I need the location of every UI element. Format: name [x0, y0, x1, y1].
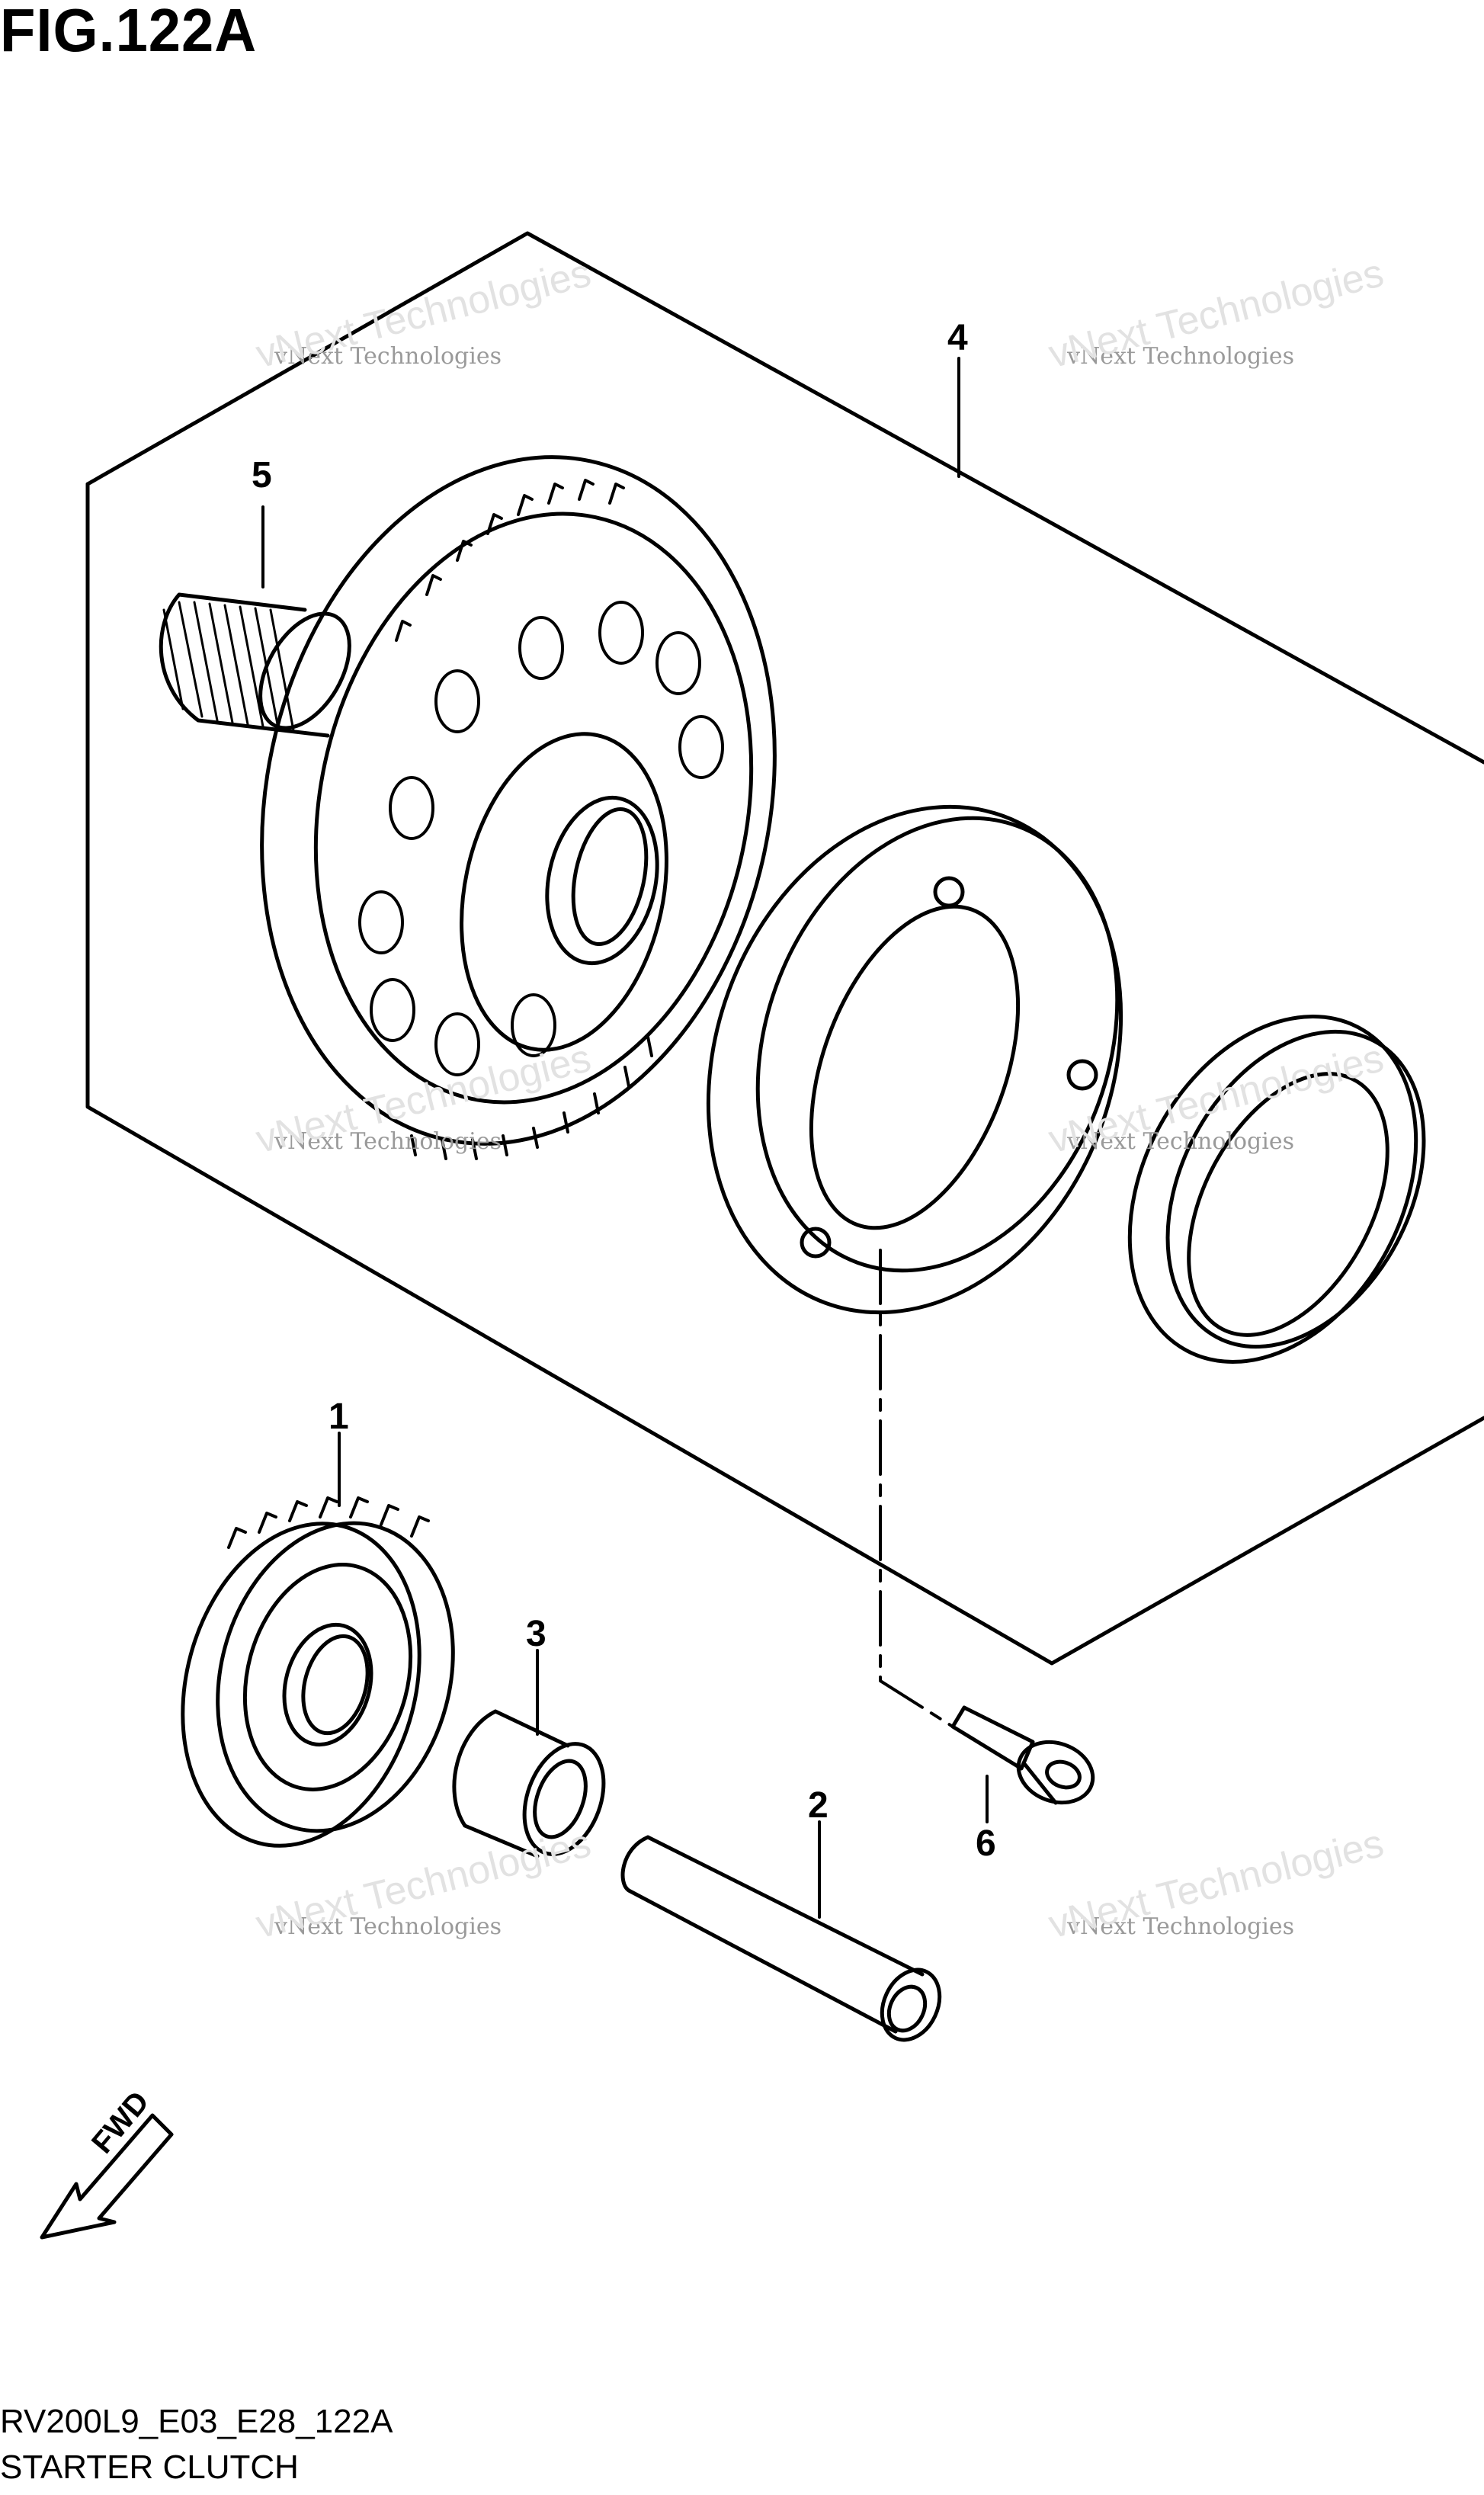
part-6-bolt	[950, 1705, 1095, 1805]
part-2-shaft	[620, 1820, 942, 2042]
figure-title: FIG.122A	[0, 0, 258, 64]
callout-4: 4	[947, 318, 968, 358]
assembly-box	[85, 231, 1484, 1666]
callout-2: 2	[808, 1785, 829, 1826]
figure-code: RV200L9_E03_E28_122A	[0, 2403, 393, 2440]
leader-6	[879, 1249, 954, 1728]
callout-5: 5	[252, 455, 272, 495]
fwd-arrow-icon	[40, 2113, 174, 2240]
callout-3: 3	[526, 1614, 546, 1654]
part-4-starter-gear	[260, 455, 777, 1160]
part-3-bushing	[452, 1649, 606, 1858]
figure-name: STARTER CLUTCH	[0, 2448, 299, 2486]
part-5-needle-bearing	[159, 505, 351, 738]
callout-1: 1	[329, 1397, 349, 1437]
one-way-clutch	[1127, 1015, 1426, 1364]
starter-clutch-body	[706, 804, 1123, 1315]
callout-6: 6	[976, 1823, 996, 1864]
part-1-idle-gear	[181, 1432, 455, 1848]
